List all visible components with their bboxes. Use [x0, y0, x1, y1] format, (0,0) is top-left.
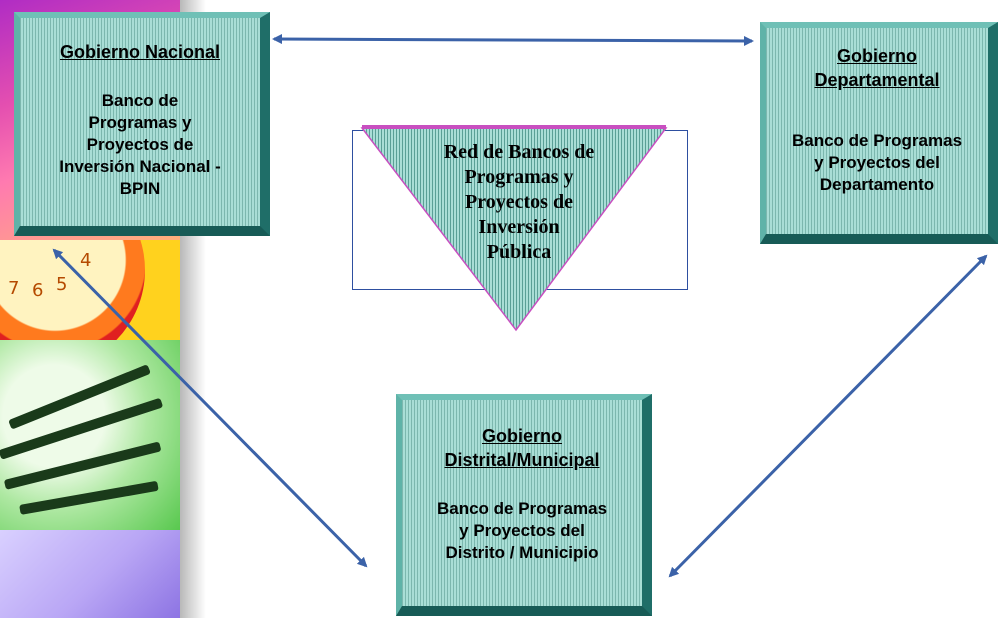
node-body: Banco de Programas y Proyectos de Invers…	[20, 90, 260, 200]
node-body-line: y Proyectos del	[814, 153, 940, 172]
node-body: Banco de Programas y Proyectos del Depar…	[766, 130, 988, 196]
network-label-line: Pública	[486, 241, 552, 263]
clock-digit: 6	[32, 280, 44, 301]
node-body: Banco de Programas y Proyectos del Distr…	[402, 498, 642, 564]
node-title: Gobierno Departamental	[766, 44, 988, 92]
node-title: Gobierno Distrital/Municipal	[402, 424, 642, 472]
node-title-line: Gobierno	[482, 426, 562, 446]
arrow-nacional-departamental	[272, 34, 754, 46]
node-body-line: y Proyectos del	[459, 521, 585, 540]
arrow-departamental-municipal	[668, 254, 988, 578]
network-label-line: Programas y	[464, 166, 574, 188]
node-gobierno-departamental: Gobierno Departamental Banco de Programa…	[760, 22, 998, 244]
network-triangle	[360, 125, 668, 332]
arrow-nacional-municipal	[52, 248, 368, 568]
network-label: Red de Bancos de Programas y Proyectos d…	[400, 140, 638, 265]
network-label-line: Inversión	[478, 216, 560, 238]
node-gobierno-municipal: Gobierno Distrital/Municipal Banco de Pr…	[396, 394, 652, 616]
network-label-line: Red de Bancos de	[443, 141, 595, 163]
node-title-line: Distrital/Municipal	[444, 450, 600, 470]
network-label-line: Proyectos de	[465, 191, 573, 213]
node-body-line: Distrito / Municipio	[445, 543, 599, 562]
node-title-line: Gobierno	[837, 46, 917, 66]
node-body-line: Proyectos de	[86, 135, 194, 154]
node-body-line: Banco de	[101, 91, 179, 110]
clock-digit: 7	[8, 278, 20, 299]
node-body-line: Programas y	[88, 113, 192, 132]
node-body-line: Inversión Nacional -	[59, 157, 221, 176]
node-body-line: Departamento	[819, 175, 935, 194]
node-body-line: BPIN	[119, 179, 161, 198]
node-body-line: Banco de Programas	[436, 499, 608, 518]
node-title-line: Departamental	[814, 70, 940, 90]
node-title: Gobierno Nacional	[59, 42, 221, 62]
node-gobierno-nacional: Gobierno Nacional Banco de Programas y P…	[14, 12, 270, 236]
node-body-line: Banco de Programas	[791, 131, 963, 150]
